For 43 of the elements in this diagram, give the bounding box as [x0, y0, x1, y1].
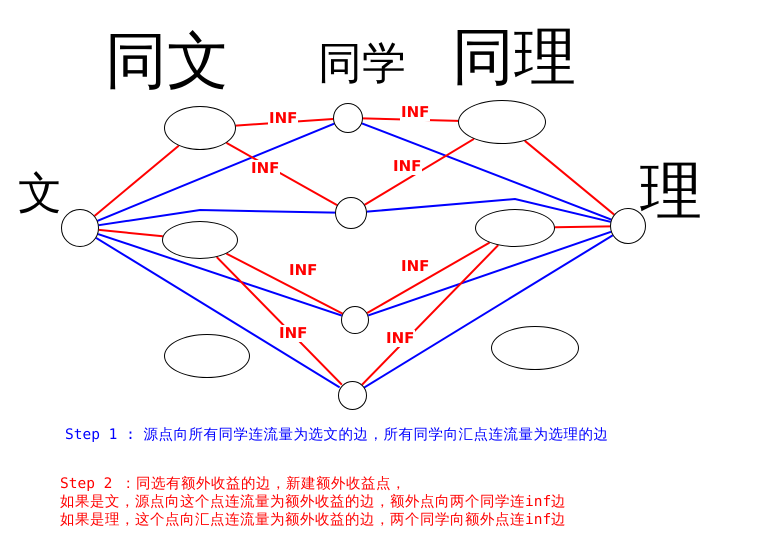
- edge-label: INF: [250, 160, 280, 176]
- edge-label: INF: [268, 110, 298, 126]
- handwritten-label: 理: [640, 160, 702, 222]
- circle-node: [333, 103, 363, 133]
- note-text: 如果是理，这个点向汇点连流量为额外收益的边，两个同学向额外点连inf边: [60, 512, 566, 529]
- connector-line: [226, 252, 344, 314]
- ellipse-node: [164, 334, 250, 378]
- note-text: 如果是文，源点向这个点连流量为额外收益的边，额外点向两个同学连inf边: [60, 494, 566, 511]
- connector-line: [98, 228, 163, 238]
- connector-line: [98, 233, 342, 316]
- connector-line: [97, 122, 334, 222]
- ellipse-node: [475, 209, 555, 247]
- connector-line: [524, 140, 615, 216]
- ellipse-node: [162, 221, 238, 259]
- note-text: Step 2 ：同选有额外收益的边，新建额外收益点，: [60, 476, 406, 493]
- connector-line: [366, 242, 490, 314]
- connector-line: [96, 237, 340, 388]
- connector-line: [364, 138, 474, 206]
- connector-line: [94, 144, 180, 217]
- connector-line: [366, 198, 611, 223]
- handwritten-label: 同文: [105, 30, 229, 92]
- connector-line: [361, 244, 499, 386]
- edge-label: INF: [385, 330, 416, 346]
- connector-line: [216, 256, 343, 386]
- handwritten-label: 文: [18, 172, 62, 216]
- connector-line: [554, 225, 610, 228]
- circle-node: [335, 197, 367, 229]
- edge-label: INF: [392, 158, 422, 174]
- handwritten-label: 同学: [318, 42, 406, 86]
- connector-line: [98, 209, 336, 226]
- ellipse-node: [458, 100, 546, 144]
- circle-node: [61, 209, 99, 247]
- ellipse-node: [164, 106, 236, 150]
- ellipse-node: [491, 326, 579, 370]
- circle-node: [338, 380, 366, 410]
- handwritten-label: 同理: [452, 26, 576, 88]
- note-text: Step 1 : 源点向所有同学连流量为选文的边，所有同学向汇点连流量为选理的边: [65, 427, 610, 444]
- connector-line: [368, 230, 612, 316]
- edge-label: INF: [400, 104, 430, 120]
- edge-label: INF: [278, 325, 308, 342]
- connector-line: [362, 122, 612, 220]
- circle-node: [341, 306, 369, 334]
- connector-line: [364, 234, 614, 388]
